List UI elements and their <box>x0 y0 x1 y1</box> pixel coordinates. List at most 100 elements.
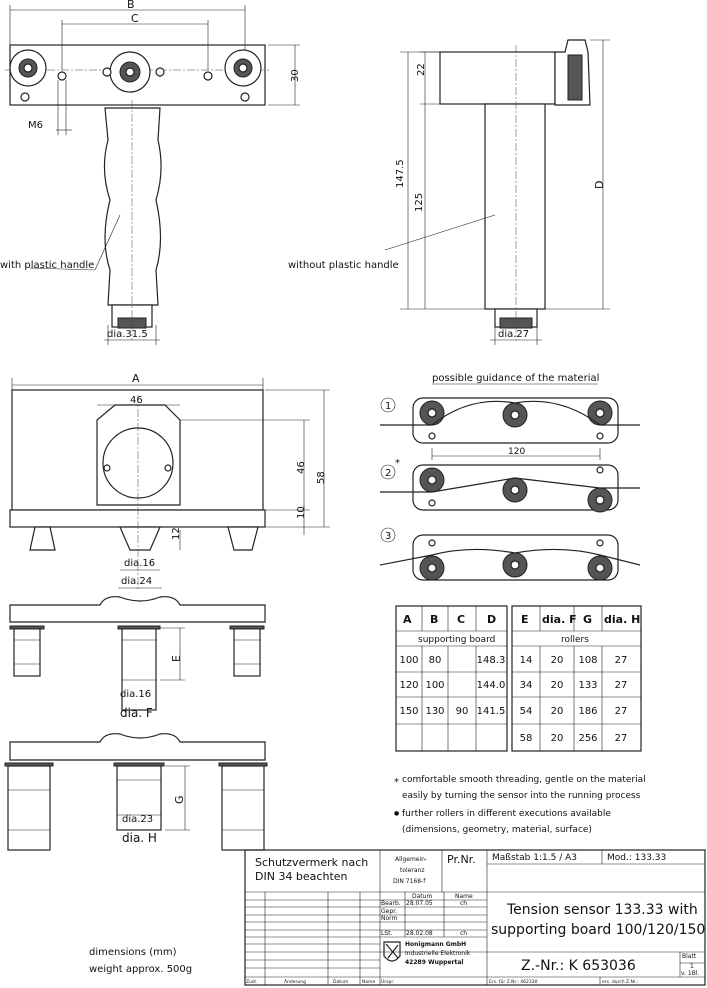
dimension-table: A B C D E dia. F G dia. H supporting boa… <box>395 605 642 752</box>
guidance-title: possible guidance of the material <box>432 373 599 384</box>
table-cell: 27 <box>615 680 628 691</box>
protection-note-line-2: DIN 34 beachten <box>255 870 348 883</box>
dia-f-label: dia. F <box>120 706 153 720</box>
dim-125-label: 125 <box>414 193 425 212</box>
top-view-with-handle: B C 30 M6 with plastic handle dia.31.5 <box>0 0 301 345</box>
table-header: dia. F <box>542 613 577 626</box>
dim-a-label: A <box>132 372 140 385</box>
table-cell: 130 <box>425 706 444 717</box>
note-star-bullet: * <box>394 777 399 788</box>
tolerance-line-2: toleranz <box>400 867 424 874</box>
table-header: C <box>457 613 465 626</box>
group-rollers: rollers <box>561 635 589 645</box>
drawing-title-line-2: supporting board 100/120/150 <box>491 922 705 938</box>
table-cell: 100 <box>399 655 418 666</box>
dim-e-label: E <box>170 655 183 662</box>
table-cell: 90 <box>456 706 469 717</box>
side-view-without-handle: 22 147.5 125 D without plastic handle di… <box>288 39 610 345</box>
table-header: A <box>403 613 412 626</box>
note-1-line-2: easily by turning the sensor into the ru… <box>402 791 641 801</box>
row-lst: LSt. <box>381 930 393 937</box>
table-cell: 150 <box>399 706 418 717</box>
dim-46-vertical-label: 46 <box>296 461 307 474</box>
table-cell: 141.5 <box>477 706 506 717</box>
dim-10-label: 10 <box>296 506 307 519</box>
col-name: Name <box>455 893 473 900</box>
bearb-date: 28.07.05 <box>406 900 433 907</box>
caption-with-handle: with plastic handle <box>0 260 94 271</box>
dim-147-5-label: 147.5 <box>395 159 406 188</box>
company-line-2: Industrielle Elektronik <box>405 950 471 957</box>
tolerance-line-3: DIN 7168-f <box>393 878 426 885</box>
option-number: 1 <box>385 401 391 412</box>
row-norm: Norm <box>381 915 398 922</box>
sheet-number: 1 <box>690 963 694 970</box>
dia-23-label: dia.23 <box>122 814 153 825</box>
group-supporting-board: supporting board <box>418 635 495 645</box>
dia-31-5-label: dia.31.5 <box>107 329 148 340</box>
table-cell: 27 <box>615 655 628 666</box>
bottom-datum: Datum <box>333 979 348 985</box>
dim-g-label: G <box>173 795 186 804</box>
table-cell: 27 <box>615 706 628 717</box>
scale-label: Maßstab 1:1.5 / A3 <box>492 853 577 863</box>
table-cell: 256 <box>578 733 597 744</box>
plastic-handle <box>103 107 162 306</box>
table-cell: 58 <box>520 733 533 744</box>
roller-view-long: G dia.23 dia. H <box>4 733 268 851</box>
table-cell: 14 <box>520 655 533 666</box>
material-guidance: possible guidance of the material 1 120 … <box>379 373 641 581</box>
table-cell: 54 <box>520 706 533 717</box>
table-cell: 133 <box>578 680 597 691</box>
dim-12-label: 12 <box>171 527 182 540</box>
lst-name: ch <box>460 930 467 937</box>
dia-16-label: dia.16 <box>124 558 155 569</box>
guidance-option-3: 3 <box>379 527 641 581</box>
lst-date: 28.02.08 <box>406 930 433 937</box>
dia-h-label: dia. H <box>122 831 157 845</box>
roller-icon <box>109 51 151 93</box>
thread-m6-label: M6 <box>28 120 43 131</box>
table-cell: 80 <box>429 655 442 666</box>
roller-icon <box>224 49 262 87</box>
guidance-option-2: 2 * <box>380 458 640 513</box>
col-datum: Datum <box>412 893 432 900</box>
table-cell: 34 <box>520 680 533 691</box>
table-cell: 108 <box>578 655 597 666</box>
table-cell: 144.0 <box>477 680 506 691</box>
table-header: dia. H <box>604 613 640 626</box>
bottom-urspr: Urspr. <box>381 979 394 985</box>
dia-27-label: dia.27 <box>498 329 529 340</box>
option-number: 3 <box>385 531 391 542</box>
protection-note-line-1: Schutzvermerk nach <box>255 856 368 869</box>
roller-icon <box>9 49 47 87</box>
dim-22-label: 22 <box>416 63 427 76</box>
tolerance-line-1: Allgemein- <box>395 856 427 863</box>
bearb-name: ch <box>460 900 467 907</box>
table-cell: 20 <box>551 733 564 744</box>
dim-58-label: 58 <box>316 471 327 484</box>
table-header: D <box>487 613 496 626</box>
note-1-line-1: comfortable smooth threading, gentle on … <box>402 775 646 785</box>
roller-view-short: E dia.16 dia. F <box>9 596 266 720</box>
bottom-name: Name <box>362 979 376 985</box>
row-bearb: Bearb. <box>381 900 401 907</box>
drawing-number: Z.-Nr.: K 653036 <box>521 958 636 974</box>
dia-24-label: dia.24 <box>121 576 152 587</box>
table-cell: 186 <box>578 706 597 717</box>
table-cell: 148.3 <box>477 655 506 666</box>
front-view: A 46 46 58 10 12 dia.16 dia.24 <box>9 372 330 590</box>
table-cell: 20 <box>551 680 564 691</box>
option-number: 2 <box>385 468 391 479</box>
table-cell: 100 <box>425 680 444 691</box>
option-star: * <box>395 458 400 469</box>
table-cell: 120 <box>399 680 418 691</box>
table-header: B <box>430 613 438 626</box>
dim-c-label: C <box>131 12 139 25</box>
note-2-line-1: further rollers in different executions … <box>402 809 611 819</box>
company-city: 42289 Wuppertal <box>405 959 463 966</box>
notes: * comfortable smooth threading, gentle o… <box>394 775 646 835</box>
drawing-title-line-1: Tension sensor 133.33 with <box>506 902 698 918</box>
company-logo <box>383 941 401 962</box>
